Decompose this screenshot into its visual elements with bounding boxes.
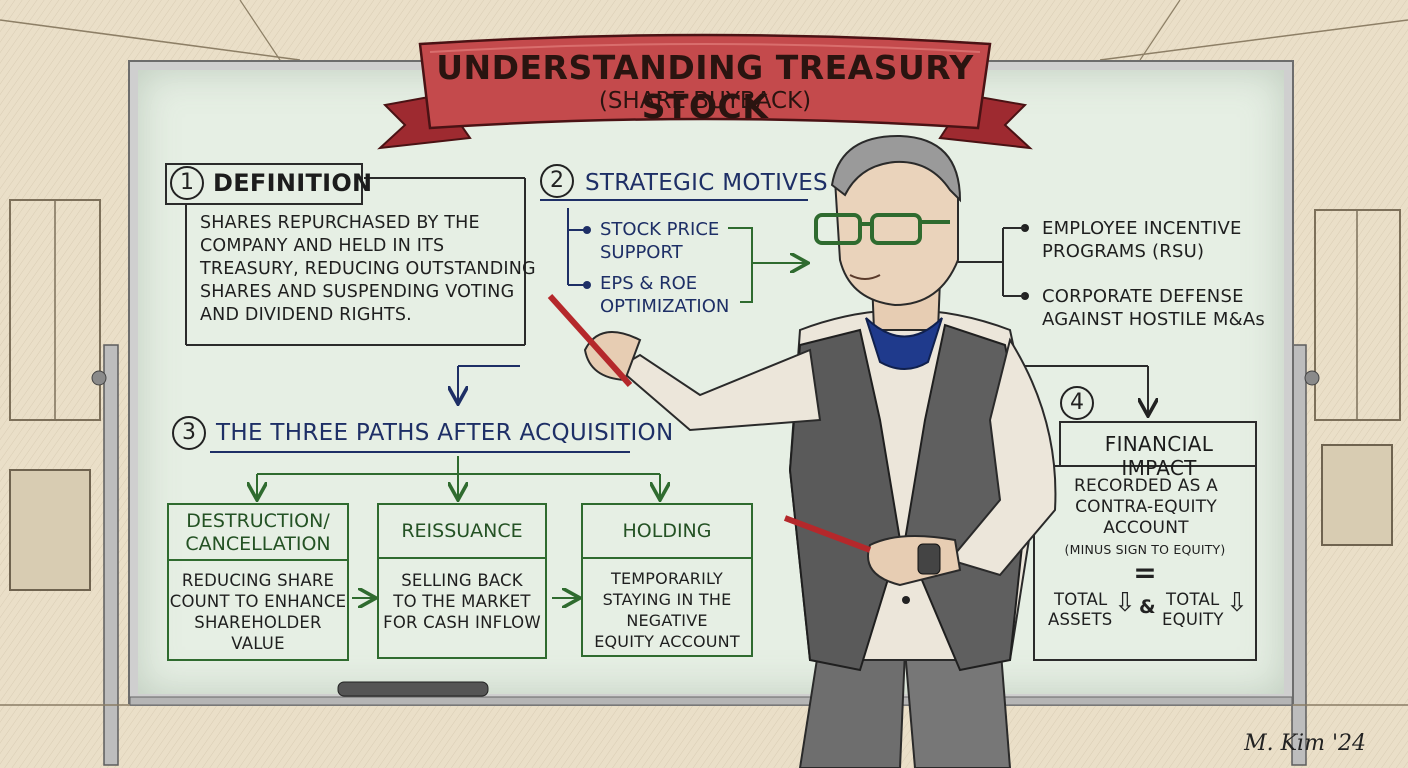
impact-heading: FINANCIAL IMPACT (1104, 432, 1214, 480)
equals-sign: = (1133, 556, 1157, 589)
page-title: UNDERSTANDING TREASURY STOCK (436, 48, 974, 126)
definition-text: SHARES REPURCHASED BY THE COMPANY AND HE… (200, 213, 536, 325)
definition-heading: DEFINITION (213, 169, 373, 197)
total-assets-label: TOTAL ASSETS (1048, 590, 1113, 629)
section-number-4: 4 (1060, 386, 1094, 420)
motive-employee-incentive: EMPLOYEE INCENTIVE PROGRAMS (RSU) (1042, 218, 1242, 262)
path-holding-title: HOLDING (622, 520, 712, 542)
arrow-down-icon: ⇩ (1226, 588, 1248, 618)
motive-stock-price: STOCK PRICE SUPPORT (600, 219, 720, 263)
section-number-1: 1 (170, 166, 204, 200)
paths-heading: THE THREE PATHS AFTER ACQUISITION (216, 420, 674, 446)
section-number-3: 3 (172, 416, 206, 450)
motives-heading: STRATEGIC MOTIVES (585, 170, 828, 196)
section-number-2: 2 (540, 164, 574, 198)
arrow-down-icon: ⇩ (1114, 588, 1136, 618)
impact-text: RECORDED AS A CONTRA-EQUITY ACCOUNT (1074, 476, 1218, 538)
path-reissuance-body: SELLING BACK TO THE MARKET FOR CASH INFL… (383, 571, 541, 632)
motive-eps-roe: EPS & ROE OPTIMIZATION (600, 273, 730, 317)
path-holding-body: TEMPORARILY STAYING IN THE NEGATIVE EQUI… (594, 569, 740, 651)
page-subtitle: (SHARE BUYBACK) (598, 88, 812, 114)
total-equity-label: TOTAL EQUITY (1162, 590, 1224, 629)
path-destruction-body: REDUCING SHARE COUNT TO ENHANCE SHAREHOL… (169, 571, 347, 653)
motive-corporate-defense: CORPORATE DEFENSE AGAINST HOSTILE M&As (1042, 286, 1265, 330)
ampersand: & (1139, 596, 1156, 618)
path-destruction-title: DESTRUCTION/ CANCELLATION (185, 510, 331, 555)
artist-signature: M. Kim '24 (1244, 731, 1366, 756)
impact-note: (MINUS SIGN TO EQUITY) (1064, 542, 1226, 557)
path-reissuance-title: REISSUANCE (401, 520, 523, 542)
